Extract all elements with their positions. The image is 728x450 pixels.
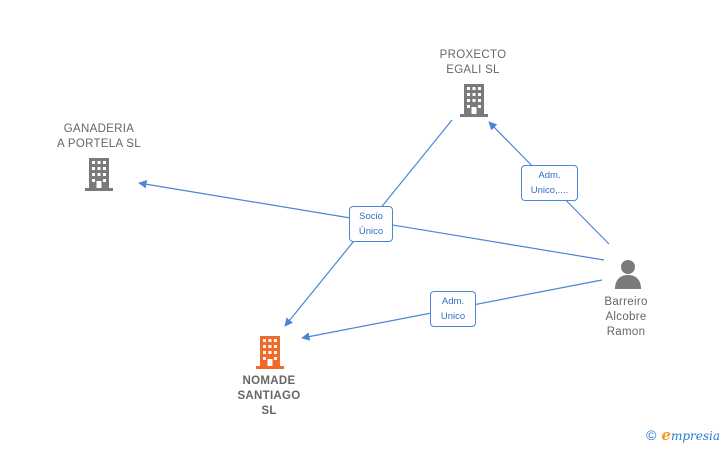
node-label-proxecto[interactable]: PROXECTO EGALI SL [439, 49, 507, 76]
building-icon[interactable] [85, 158, 113, 191]
empresia-logo: © empresia [646, 426, 720, 444]
building-icon[interactable] [256, 336, 284, 369]
building-icon[interactable] [460, 84, 488, 117]
brand-name: mpresia [670, 429, 720, 443]
brand-initial: e [661, 426, 671, 444]
node-label-nomade[interactable]: NOMADE SANTIAGO SL [237, 375, 301, 417]
edge-label-adm-unico-proxecto: Adm. Unico,.... [521, 165, 578, 201]
node-label-barreiro[interactable]: Barreiro Alcobre Ramon [604, 296, 648, 338]
person-icon[interactable] [615, 260, 641, 289]
node-label-ganaderia[interactable]: GANADERIA A PORTELA SL [57, 123, 141, 150]
edge-label-adm-unico-nomade: Adm. Unico [430, 291, 476, 327]
copyright-symbol: © [646, 427, 657, 443]
edge-label-socio-unico: Socio Único [349, 206, 393, 242]
